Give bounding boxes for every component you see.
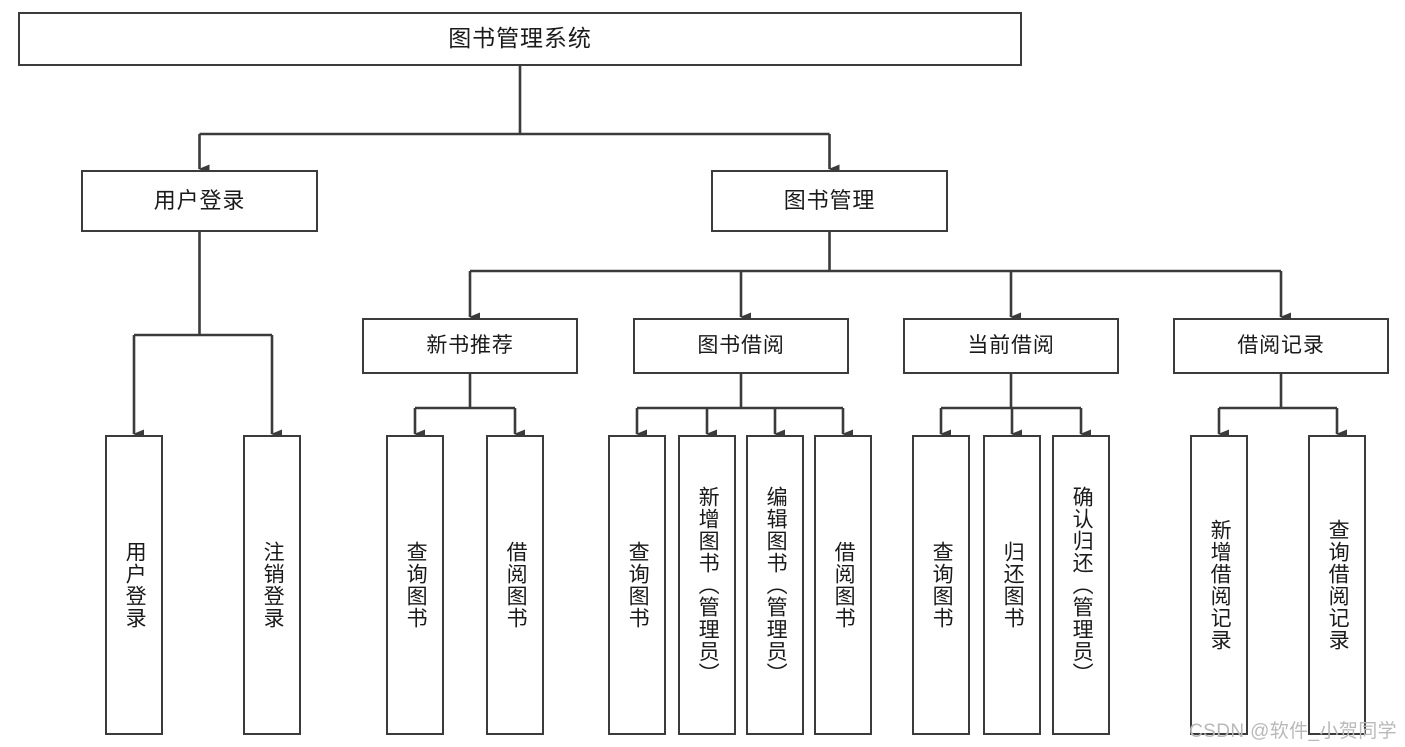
- node-label-leaf-cur-query: 查询图书: [930, 540, 954, 630]
- node-new-book-rec[interactable]: 新书推荐: [362, 318, 578, 374]
- node-leaf-cur-query[interactable]: 查询图书: [912, 435, 970, 735]
- node-label-leaf-borrow-edit: 编辑图书（管理员）: [764, 485, 788, 685]
- node-label-leaf-rec-search: 查询借阅记录: [1326, 518, 1350, 652]
- node-leaf-rec-borrow[interactable]: 借阅图书: [486, 435, 544, 735]
- node-label-leaf-rec-add: 新增借阅记录: [1208, 518, 1232, 652]
- node-leaf-borrow-add[interactable]: 新增图书（管理员）: [678, 435, 736, 735]
- node-user-login[interactable]: 用户登录: [81, 170, 318, 232]
- node-label-leaf-cur-return: 归还图书: [1001, 540, 1025, 630]
- node-leaf-user-login[interactable]: 用户登录: [105, 435, 163, 735]
- node-label-leaf-rec-borrow: 借阅图书: [504, 540, 528, 630]
- node-borrow-record[interactable]: 借阅记录: [1173, 318, 1389, 374]
- node-label-borrow-record: 借阅记录: [1237, 333, 1325, 357]
- node-label-new-book-rec: 新书推荐: [426, 333, 514, 357]
- node-label-root: 图书管理系统: [448, 25, 592, 52]
- node-leaf-rec-add[interactable]: 新增借阅记录: [1190, 435, 1248, 735]
- node-label-book-manage: 图书管理: [783, 188, 876, 214]
- node-label-leaf-user-login: 用户登录: [123, 540, 147, 630]
- node-leaf-borrow-query[interactable]: 查询图书: [608, 435, 666, 735]
- node-leaf-rec-query[interactable]: 查询图书: [386, 435, 444, 735]
- node-label-leaf-cur-confirm: 确认归还（管理员）: [1070, 485, 1094, 685]
- node-label-book-borrow: 图书借阅: [697, 333, 785, 357]
- node-label-leaf-borrow-add: 新增图书（管理员）: [696, 485, 720, 685]
- watermark-text: CSDN @软件_小贺同学: [1189, 721, 1397, 742]
- node-book-manage[interactable]: 图书管理: [711, 170, 948, 232]
- node-label-leaf-borrow-lend: 借阅图书: [832, 540, 856, 630]
- node-label-user-login: 用户登录: [153, 188, 246, 214]
- node-label-leaf-user-logout: 注销登录: [261, 540, 285, 630]
- node-root[interactable]: 图书管理系统: [18, 12, 1022, 66]
- node-current-borrow[interactable]: 当前借阅: [903, 318, 1119, 374]
- edge-paths: [132, 66, 1347, 439]
- node-book-borrow[interactable]: 图书借阅: [633, 318, 849, 374]
- node-label-leaf-rec-query: 查询图书: [404, 540, 428, 630]
- node-label-current-borrow: 当前借阅: [967, 333, 1055, 357]
- node-leaf-cur-confirm[interactable]: 确认归还（管理员）: [1052, 435, 1110, 735]
- node-label-leaf-borrow-query: 查询图书: [626, 540, 650, 630]
- node-leaf-user-logout[interactable]: 注销登录: [243, 435, 301, 735]
- node-leaf-rec-search[interactable]: 查询借阅记录: [1308, 435, 1366, 735]
- node-leaf-borrow-lend[interactable]: 借阅图书: [814, 435, 872, 735]
- node-leaf-cur-return[interactable]: 归还图书: [983, 435, 1041, 735]
- node-leaf-borrow-edit[interactable]: 编辑图书（管理员）: [746, 435, 804, 735]
